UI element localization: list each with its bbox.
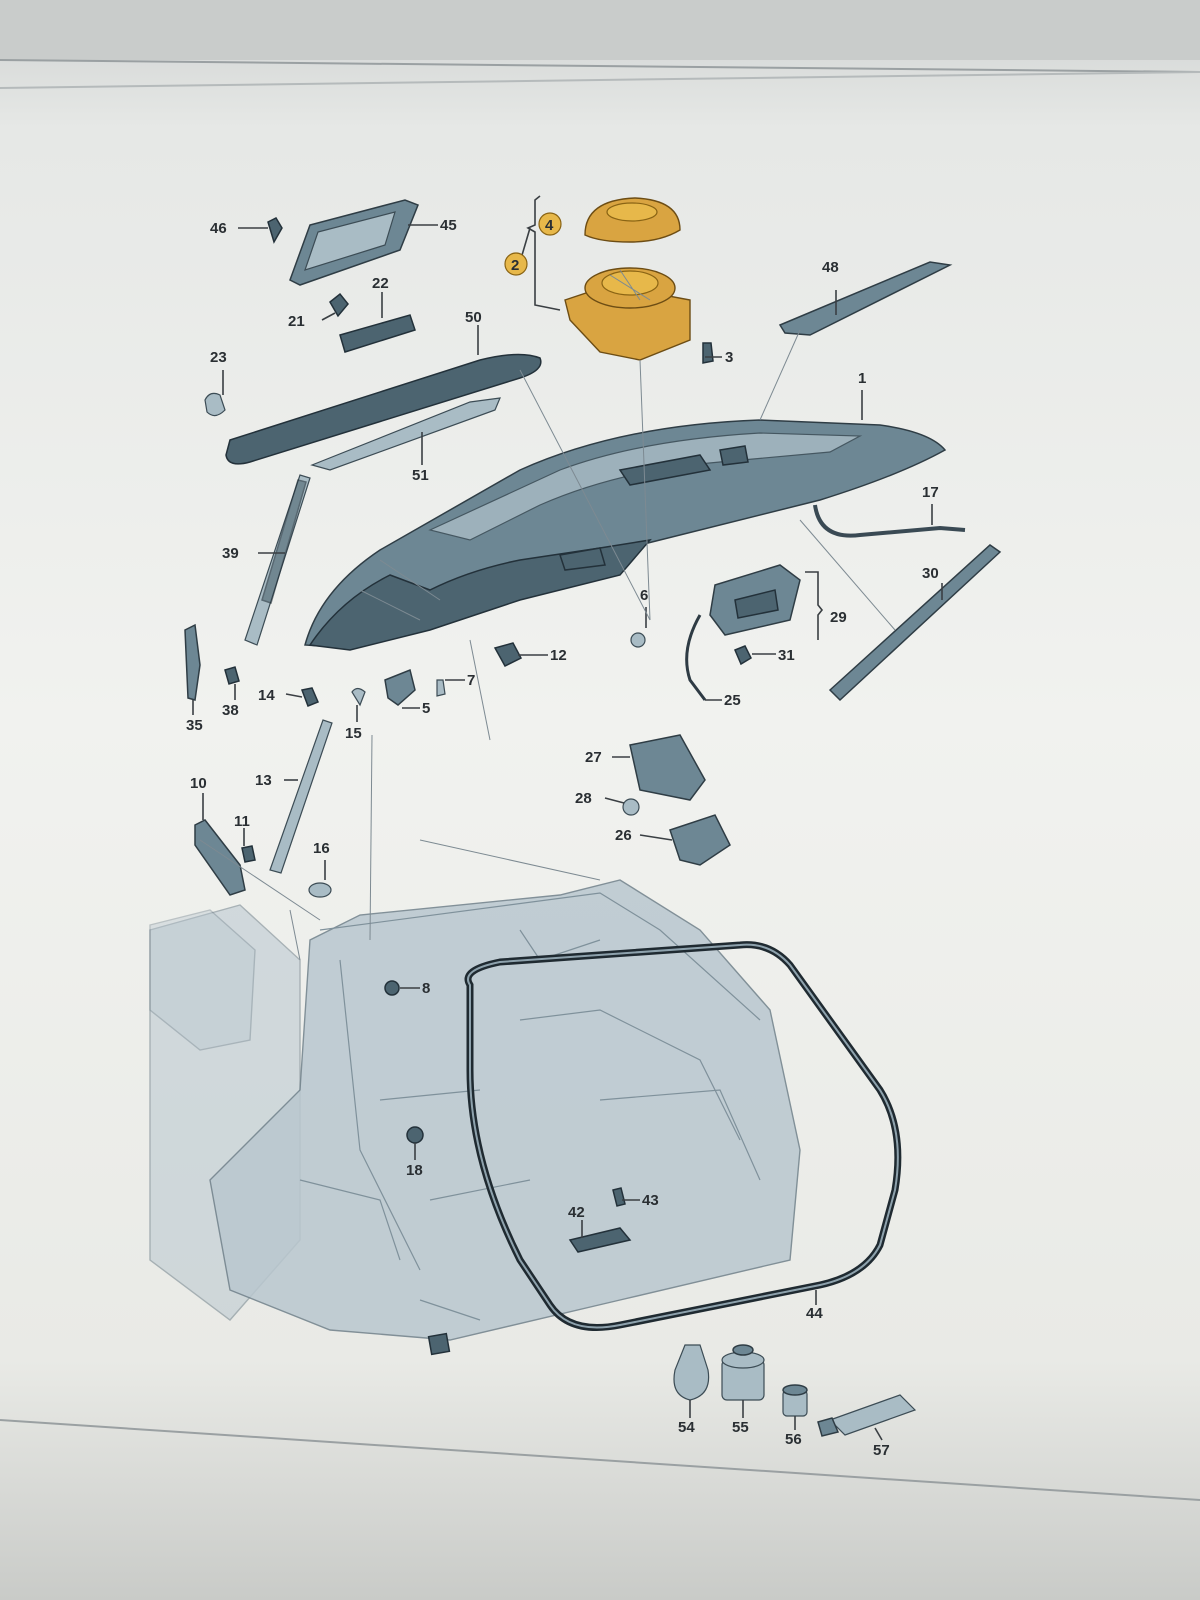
- hinge-35: [184, 623, 201, 701]
- bolt-14: [300, 687, 319, 707]
- callout-8: 8: [422, 980, 430, 997]
- callout-39: 39: [222, 545, 239, 562]
- callout-29: 29: [830, 609, 847, 626]
- callout-labels: 46 45 4 2 22 21 50 48 3 23 1 51 17 39 30…: [186, 212, 939, 1459]
- callout-35: 35: [186, 717, 203, 734]
- callout-27: 27: [585, 749, 602, 766]
- clip-23: [204, 392, 226, 417]
- jar-55: [721, 1344, 765, 1401]
- callout-1: 1: [858, 370, 866, 387]
- callout-30: 30: [922, 565, 939, 582]
- callout-45: 45: [440, 217, 457, 234]
- bumper-12: [493, 642, 523, 667]
- callout-51: 51: [412, 467, 429, 484]
- callout-31: 31: [778, 647, 795, 664]
- tailgate-panel-1: [304, 419, 947, 651]
- callout-48: 48: [822, 259, 839, 276]
- callout-16: 16: [313, 840, 330, 857]
- footer-divider: [0, 1419, 1200, 1501]
- callout-42: 42: [568, 1204, 585, 1221]
- bolt-21: [329, 292, 349, 318]
- callout-17: 17: [922, 484, 939, 501]
- hinge-10: [194, 819, 246, 896]
- callout-6: 6: [640, 587, 648, 604]
- clip-7: [436, 679, 446, 697]
- part-42: [568, 1227, 632, 1253]
- plug-16: [308, 882, 332, 898]
- callout-43: 43: [642, 1192, 659, 1209]
- bolt-38: [224, 666, 240, 685]
- callout-50: 50: [465, 309, 482, 326]
- callout-2-highlight: [504, 252, 528, 276]
- callout-13: 13: [255, 772, 272, 789]
- callout-4: 4: [545, 217, 554, 234]
- callout-46: 46: [210, 220, 227, 237]
- leader-lines: [192, 195, 943, 1441]
- callout-14: 14: [258, 687, 275, 704]
- callout-3: 3: [725, 349, 733, 366]
- nut-28: [622, 798, 640, 816]
- grommet-6: [630, 632, 646, 648]
- rod-30: [828, 544, 1002, 702]
- header-divider: [0, 59, 1200, 73]
- gas-strut-13: [269, 719, 333, 874]
- vehicle-rear-body: [149, 879, 801, 1356]
- plug-18: [406, 1126, 424, 1144]
- callout-15: 15: [345, 725, 362, 742]
- hose-17: [813, 504, 966, 538]
- callout-2: 2: [511, 257, 519, 274]
- callout-11: 11: [234, 813, 250, 830]
- callout-5: 5: [422, 700, 430, 717]
- cable-25: [685, 614, 707, 701]
- callout-26: 26: [615, 827, 632, 844]
- lamp-unit-2: [564, 267, 691, 361]
- grommet-8: [384, 980, 400, 996]
- callout-7: 7: [467, 672, 475, 689]
- callout-56: 56: [785, 1431, 802, 1448]
- screw-3: [702, 342, 714, 364]
- callout-23: 23: [210, 349, 227, 366]
- callout-44: 44: [806, 1305, 823, 1322]
- callout-54: 54: [678, 1419, 695, 1436]
- bolt-11: [241, 845, 256, 863]
- bottle-56: [782, 1384, 808, 1417]
- part-43: [612, 1187, 626, 1207]
- callout-21: 21: [288, 313, 305, 330]
- callout-28: 28: [575, 790, 592, 807]
- part-31: [734, 645, 752, 666]
- callout-12: 12: [550, 647, 567, 664]
- callout-57: 57: [873, 1442, 890, 1459]
- callout-10: 10: [190, 775, 207, 792]
- callout-55: 55: [732, 1419, 749, 1436]
- screw-46: [267, 217, 283, 244]
- spoiler-50: [225, 353, 542, 465]
- bag-54: [673, 1344, 710, 1401]
- lock-27: [629, 734, 706, 801]
- striker-26: [669, 814, 731, 866]
- tube-57: [828, 1394, 917, 1436]
- callout-22: 22: [372, 275, 389, 292]
- header-divider-2: [0, 71, 1200, 89]
- callout-25: 25: [724, 692, 741, 709]
- clip-15: [351, 687, 366, 707]
- top-bezel: [0, 0, 1200, 60]
- callout-4-highlight: [538, 212, 562, 236]
- callout-38: 38: [222, 702, 239, 719]
- trim-22: [339, 314, 416, 353]
- trim-strip-48: [778, 261, 953, 336]
- callout-18: 18: [406, 1162, 423, 1179]
- strip-51: [310, 397, 501, 471]
- lamp-cap-4: [584, 197, 681, 243]
- bracket-5: [384, 668, 416, 706]
